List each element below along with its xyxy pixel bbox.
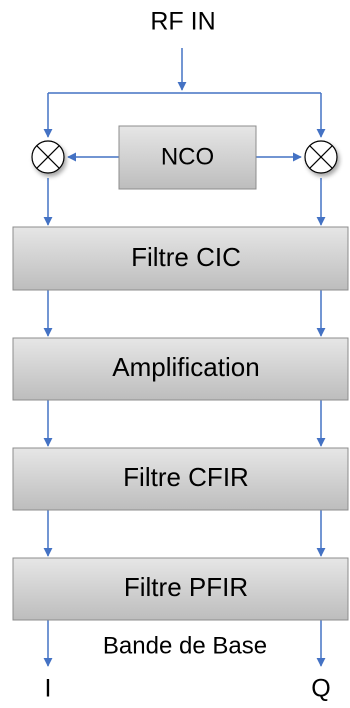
nco-block: NCO <box>118 125 257 190</box>
cic-filter-block: Filtre CIC <box>12 226 349 291</box>
amplification-block: Amplification <box>12 337 349 401</box>
mixer-q <box>304 140 338 174</box>
cfir-filter-block: Filtre CFIR <box>12 447 349 511</box>
output-i-label: I <box>45 675 52 703</box>
nco-label: NCO <box>161 143 214 170</box>
mixer-i <box>31 140 65 174</box>
amplification-label: Amplification <box>112 352 259 382</box>
output-q-label: Q <box>311 675 330 703</box>
rf-in-label: RF IN <box>150 8 215 36</box>
baseband-label: Bande de Base <box>103 632 267 659</box>
circle-x-mixer-icon <box>304 140 338 174</box>
cfir-filter-label: Filtre CFIR <box>123 462 249 492</box>
signal-connectors <box>43 48 326 667</box>
cic-filter-label: Filtre CIC <box>131 242 241 272</box>
circle-x-mixer-icon <box>31 140 65 174</box>
pfir-filter-label: Filtre PFIR <box>124 572 248 602</box>
pfir-filter-block: Filtre PFIR <box>12 557 349 621</box>
